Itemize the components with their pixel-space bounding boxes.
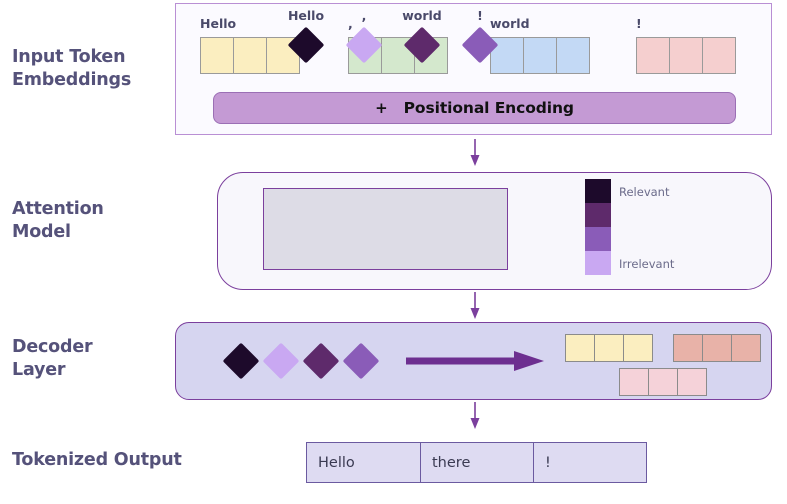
embedding-cell (233, 37, 267, 74)
legend-swatch-3 (585, 251, 611, 275)
token-word-label: ! (636, 16, 642, 31)
attention-token-column-3: ! (452, 8, 508, 64)
legend-swatch-2 (585, 227, 611, 251)
embedding-cell (523, 37, 557, 74)
decoder-output-group-2 (619, 368, 707, 396)
decoder-output-cell (565, 334, 595, 362)
token-embedding-cells (490, 37, 590, 74)
row-label-input-token-embeddings: Input Token Embeddings (12, 47, 132, 90)
decoder-output-group-0 (565, 334, 653, 362)
decoder-output-cell (648, 368, 678, 396)
decoder-output-cell (594, 334, 624, 362)
decoder-output-group-1 (673, 334, 761, 362)
embedding-cell (636, 37, 670, 74)
legend-label-irrelevant: Irrelevant (619, 257, 675, 271)
decoder-output-cell (702, 334, 732, 362)
attention-diamond-icon (461, 26, 499, 64)
positional-encoding-bar: + Positional Encoding (213, 92, 736, 124)
decoder-output-cell (619, 368, 649, 396)
attention-diamond-icon (403, 26, 441, 64)
decoder-output-cell (731, 334, 761, 362)
embedding-cell (200, 37, 234, 74)
embedding-cell (556, 37, 590, 74)
attention-matrix-box (263, 188, 508, 270)
attention-token-column-0: Hello (278, 8, 334, 64)
decoder-output-cell (677, 368, 707, 396)
positional-encoding-label: Positional Encoding (403, 99, 574, 117)
token-word-label: Hello (200, 16, 237, 31)
token-embedding-cells (200, 37, 300, 74)
tokenized-output-cell-1: there (420, 443, 533, 482)
row-label-tokenized-output: Tokenized Output (12, 450, 182, 470)
legend-label-relevant: Relevant (619, 185, 670, 199)
arrow-down-icon-input-to-attention (470, 139, 480, 166)
arrow-down-icon-attention-to-decoder (470, 292, 480, 319)
embedding-cell (490, 37, 524, 74)
token-word-label: world (490, 16, 530, 31)
legend-swatch-stack (585, 179, 611, 275)
legend-swatch-1 (585, 203, 611, 227)
attention-token-label: , (361, 8, 367, 23)
attention-token-label: Hello (287, 8, 325, 23)
decoder-output-cell (673, 334, 703, 362)
attention-diamond-icon (287, 26, 325, 64)
arrow-right-icon-decoder (406, 351, 544, 371)
plus-icon: + (375, 99, 388, 117)
attention-token-label: ! (477, 8, 483, 23)
embedding-cell (702, 37, 736, 74)
row-label-decoder-layer: Decoder Layer (12, 337, 93, 380)
attention-token-column-1: , (336, 8, 392, 64)
decoder-output-cell (623, 334, 653, 362)
attention-diamond-icon (345, 26, 383, 64)
row-label-attention-model: Attention Model (12, 199, 104, 242)
legend-swatch-0 (585, 179, 611, 203)
token-embedding-cells (636, 37, 736, 74)
attention-token-column-2: world (394, 8, 450, 64)
embedding-cell (669, 37, 703, 74)
tokenized-output-cell-2: ! (533, 443, 646, 482)
tokenized-output-cell-0: Hello (307, 443, 420, 482)
token-word-label: , (348, 16, 353, 31)
attention-token-label: world (402, 8, 442, 23)
arrow-down-icon-decoder-to-output (470, 402, 480, 429)
embedding-cell (381, 37, 415, 74)
